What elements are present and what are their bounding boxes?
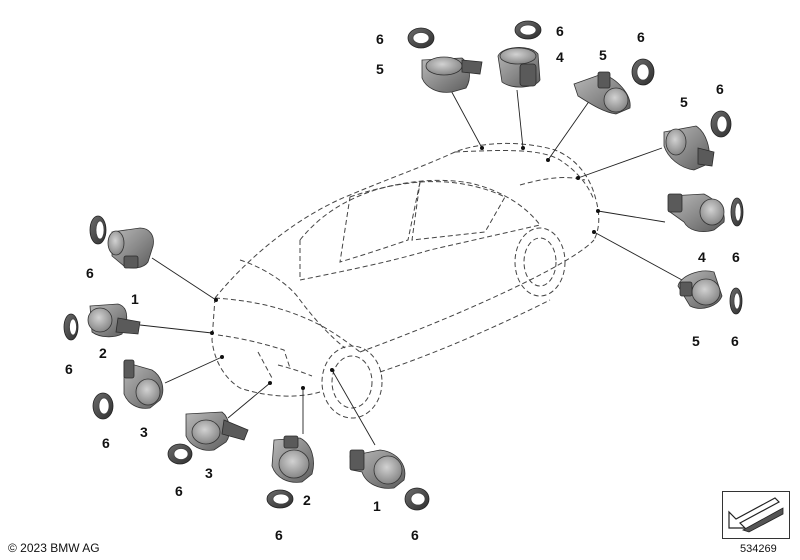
callout-label: 6 (275, 527, 283, 543)
callout-label: 5 (376, 61, 384, 77)
callout-label: 5 (680, 94, 688, 110)
ring-part-6-top[interactable] (407, 27, 435, 49)
ring-part-6-rear-c[interactable] (729, 287, 743, 315)
callout-label: 6 (411, 527, 419, 543)
sensor-part-4-top[interactable] (497, 47, 541, 88)
sensor-part-5-rear[interactable] (663, 125, 715, 171)
callout-label: 6 (102, 435, 110, 451)
ring-part-6-f-1b[interactable] (404, 487, 430, 511)
callout-label: 6 (637, 29, 645, 45)
callout-label: 6 (731, 333, 739, 349)
sensor-part-2-front-left[interactable] (87, 303, 141, 338)
sensor-part-2-front[interactable] (271, 435, 314, 483)
callout-label: 4 (556, 49, 564, 65)
callout-label: 2 (303, 492, 311, 508)
callout-label: 1 (373, 498, 381, 514)
ring-part-6-f-2b[interactable] (266, 489, 294, 509)
ring-part-6-f-3b[interactable] (167, 443, 193, 465)
sensor-part-5-top[interactable] (421, 56, 483, 93)
ring-part-6-fl-3[interactable] (92, 392, 114, 420)
ring-part-6-rear-b[interactable] (730, 197, 744, 227)
callout-numbers: 1 2 3 3 2 1 6 6 6 6 6 6 5 6 6 4 5 6 5 6 … (65, 23, 740, 543)
ring-part-6-fl-1[interactable] (89, 215, 107, 245)
callout-label: 6 (86, 265, 94, 281)
ring-part-6-top-b[interactable] (514, 20, 542, 40)
callout-label: 6 (556, 23, 564, 39)
ring-part-6-fl-2[interactable] (63, 313, 79, 341)
sensor-part-5-top-right[interactable] (573, 71, 631, 115)
callout-label: 6 (175, 483, 183, 499)
sensor-part-3-front[interactable] (185, 411, 249, 451)
callout-label: 6 (716, 81, 724, 97)
callout-label: 1 (131, 291, 139, 307)
callout-label: 6 (376, 31, 384, 47)
sensor-part-1-front[interactable] (349, 449, 406, 489)
callout-label: 3 (205, 465, 213, 481)
callout-label: 5 (692, 333, 700, 349)
sensor-part-3-front-left[interactable] (123, 359, 164, 409)
callout-label: 2 (99, 345, 107, 361)
sensor-part-1-front-left[interactable] (107, 227, 154, 269)
document-number: 534269 (740, 543, 777, 555)
ring-part-6-rear[interactable] (710, 110, 732, 138)
callout-label: 3 (140, 424, 148, 440)
navigation-button[interactable] (722, 491, 790, 539)
sensor-part-5-rear-lower[interactable] (677, 270, 723, 309)
callout-label: 6 (65, 361, 73, 377)
arrow-navigation-icon (728, 497, 784, 533)
car-outline (211, 142, 600, 419)
callout-label: 6 (732, 249, 740, 265)
callout-label: 5 (599, 47, 607, 63)
sensor-part-4-rear[interactable] (667, 193, 725, 232)
copyright-text: © 2023 BMW AG (8, 541, 100, 555)
ring-part-6-top-c[interactable] (631, 58, 655, 86)
leader-lines (139, 84, 683, 446)
callout-label: 4 (698, 249, 706, 265)
